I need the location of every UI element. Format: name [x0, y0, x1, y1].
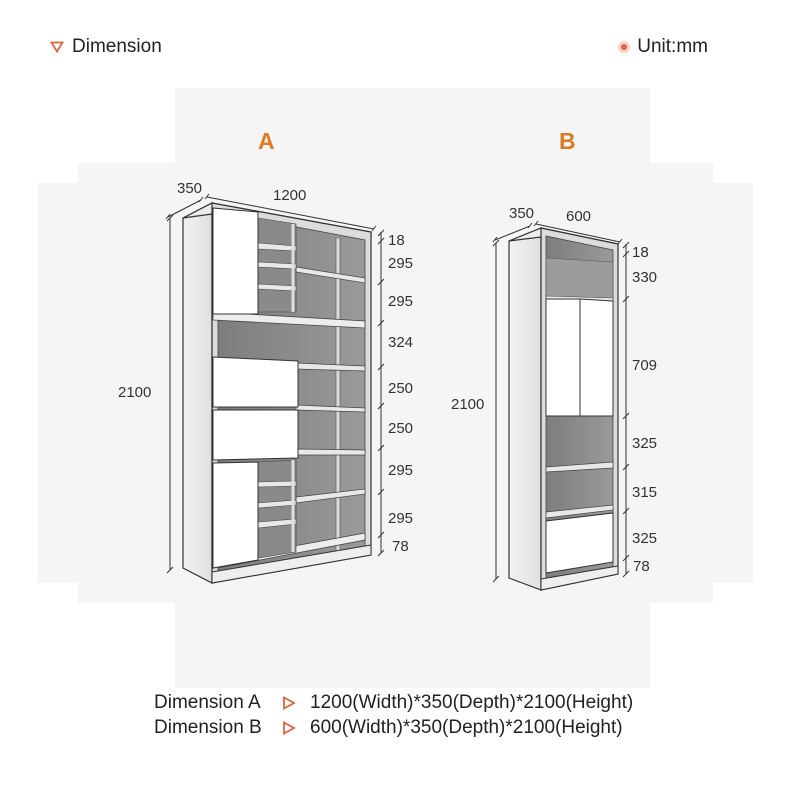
cabinet-a-plinth — [211, 544, 372, 584]
cabinet-a-dimension-lines — [165, 193, 385, 574]
triangle-right-outline-icon — [282, 720, 310, 735]
drawer — [212, 409, 299, 461]
cabinet-a-height-label: 2100 — [118, 384, 151, 401]
door-left — [545, 298, 581, 417]
cabinet-b-plinth — [540, 565, 619, 591]
unit-label: Unit:mm — [637, 36, 708, 57]
cabinet-b — [508, 227, 619, 591]
dimension-name: Dimension A — [154, 692, 261, 713]
section-label: 18 — [632, 244, 649, 261]
section-label: 250 — [388, 420, 413, 437]
shelf — [295, 404, 366, 413]
top-compartment — [545, 257, 614, 301]
drawer — [212, 356, 299, 408]
cubby — [257, 459, 297, 559]
cabinet-a-divider — [335, 237, 341, 554]
triangle-down-outline-icon — [50, 41, 64, 53]
unit-header: Unit:mm — [621, 36, 708, 58]
background-panel — [38, 183, 753, 583]
cabinet-a — [182, 202, 372, 584]
door-lower-left — [212, 461, 259, 569]
dimension-row: Dimension B 600(Width)*350(Depth)*2100(H… — [154, 715, 633, 740]
section-label: 709 — [632, 357, 657, 374]
cabinet-b-depth-label: 350 — [509, 205, 534, 222]
cabinet-a-depth-label: 350 — [177, 180, 202, 197]
dimension-name: Dimension B — [154, 717, 262, 738]
section-label: 324 — [388, 334, 413, 351]
shelf — [212, 311, 366, 329]
cabinet-b-label: B — [559, 128, 576, 154]
dimension-title: Dimension — [72, 36, 162, 57]
section-label: 18 — [388, 232, 405, 249]
section-label: 78 — [392, 538, 409, 555]
section-label: 295 — [388, 462, 413, 479]
cabinet-b-height-label: 2100 — [451, 396, 484, 413]
cabinet-a-label: A — [258, 128, 275, 154]
cabinet-b-dimension-lines — [492, 220, 630, 583]
section-label: 330 — [632, 269, 657, 286]
dot-icon — [621, 44, 628, 50]
dimension-row: Dimension A 1200(Width)*350(Depth)*2100(… — [154, 690, 633, 715]
cabinet-a-section-labels: 18 295 295 324 250 250 295 295 78 — [388, 232, 413, 555]
cabinet-a-width-label: 1200 — [273, 187, 306, 204]
section-label: 78 — [633, 558, 650, 575]
section-label: 250 — [388, 380, 413, 397]
shelf — [545, 461, 614, 473]
section-label: 315 — [632, 484, 657, 501]
section-label: 295 — [388, 293, 413, 310]
cabinet-a-side-panel — [182, 202, 213, 584]
drawer — [545, 512, 614, 574]
section-label: 325 — [632, 435, 657, 452]
dimension-summary: Dimension A 1200(Width)*350(Depth)*2100(… — [154, 690, 633, 740]
cabinet-b-width-label: 600 — [566, 208, 591, 225]
door-upper-left — [212, 207, 259, 315]
dimension-value: 600(Width)*350(Depth)*2100(Height) — [310, 717, 623, 738]
cabinet-b-section-labels: 18 330 709 325 315 325 78 — [632, 244, 657, 575]
cabinet-b-side-panel — [508, 227, 542, 591]
triangle-right-outline-icon — [282, 695, 310, 710]
shelf — [295, 448, 366, 456]
section-label: 325 — [632, 530, 657, 547]
door-right — [579, 298, 614, 417]
dimension-value: 1200(Width)*350(Depth)*2100(Height) — [310, 692, 634, 713]
section-label: 295 — [388, 510, 413, 527]
shelf — [545, 504, 614, 519]
dimension-header: Dimension — [50, 36, 162, 58]
shelf — [257, 480, 297, 488]
section-label: 295 — [388, 255, 413, 272]
